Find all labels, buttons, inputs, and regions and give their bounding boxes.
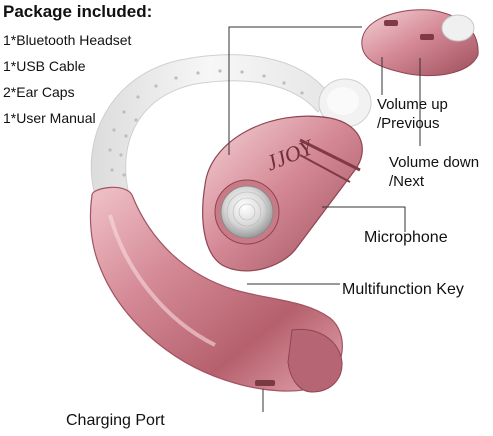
label-microphone: Microphone bbox=[364, 229, 448, 246]
label-multifunction-key: Multifunction Key bbox=[342, 281, 464, 298]
package-item-ear-caps: 2*Ear Caps bbox=[3, 84, 75, 100]
package-item-user-manual: 1*User Manual bbox=[3, 110, 96, 126]
label-volume-up: Volume up /Previous bbox=[377, 95, 448, 133]
label-volume-up-line1: Volume up bbox=[377, 96, 448, 113]
package-item-usb-cable: 1*USB Cable bbox=[3, 58, 86, 74]
package-item-headset: 1*Bluetooth Headset bbox=[3, 32, 132, 48]
label-volume-down-line2: /Next bbox=[389, 173, 425, 190]
label-volume-down-line1: Volume down bbox=[389, 154, 480, 171]
package-included-list: Package included: 1*Bluetooth Headset 1*… bbox=[3, 2, 152, 126]
label-volume-down: Volume down /Next bbox=[389, 153, 479, 191]
package-title: Package included: bbox=[3, 2, 153, 21]
label-charging-port: Charging Port bbox=[66, 412, 165, 429]
label-volume-up-line2: /Previous bbox=[377, 115, 440, 132]
